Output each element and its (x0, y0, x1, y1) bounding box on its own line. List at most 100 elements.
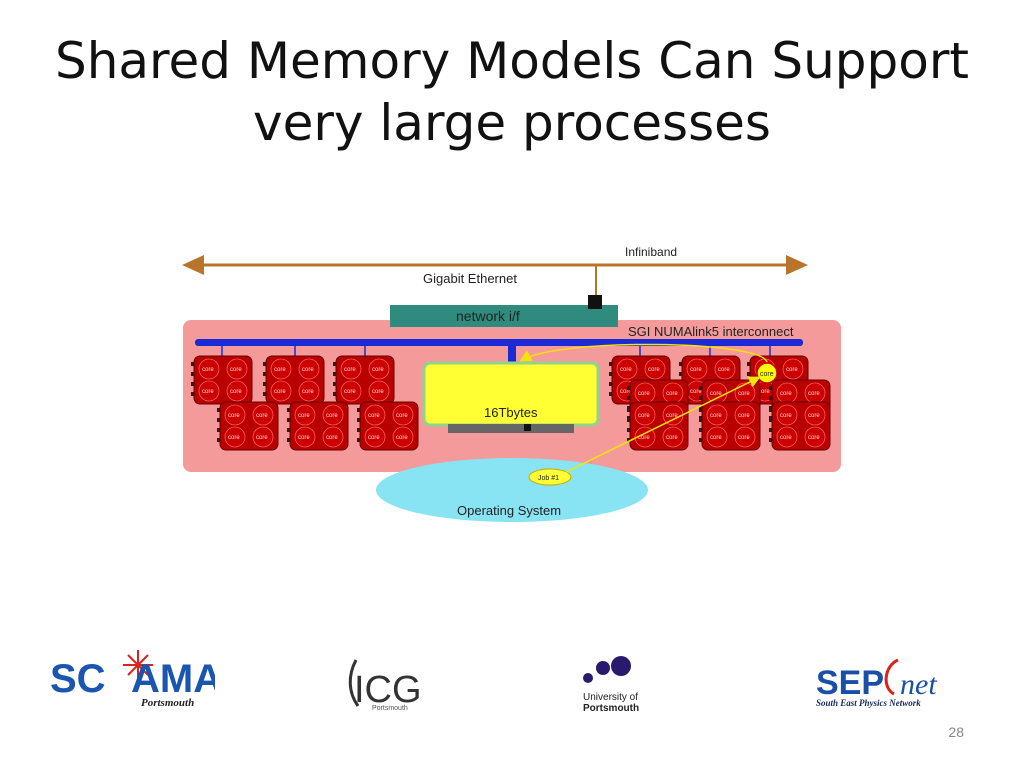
core-label: core (344, 389, 356, 395)
core-label: core (780, 391, 792, 397)
slide-title: Shared Memory Models Can Support very la… (0, 30, 1024, 154)
core-label: core (780, 413, 792, 419)
highlighted-core-label: core (760, 371, 774, 378)
scama-logo: SC AMA Portsmouth (50, 650, 215, 709)
core-label: core (256, 413, 268, 419)
cluster-pin (333, 372, 336, 376)
cluster-pin (627, 428, 630, 432)
core-label: core (368, 413, 380, 419)
cluster-pin (333, 392, 336, 396)
cluster-pin (357, 438, 360, 442)
cluster-pin (263, 372, 266, 376)
core-label: core (302, 367, 314, 373)
cluster-pin (627, 418, 630, 422)
core (804, 404, 826, 426)
scama-logo-sc: SC (50, 657, 106, 701)
core-label: core (638, 391, 650, 397)
core (706, 426, 728, 448)
operating-system-label: Operating System (457, 503, 561, 518)
uop-logo: University of Portsmouth (583, 656, 639, 714)
core-label: core (326, 413, 338, 419)
highlighted-core (756, 362, 778, 384)
cluster-pin (699, 428, 702, 432)
core-label: core (808, 435, 820, 441)
cluster-pin (679, 362, 682, 366)
core (198, 358, 220, 380)
core-label: core (368, 435, 380, 441)
core (252, 404, 274, 426)
icg-swoosh-icon (348, 659, 360, 707)
core-label: core (298, 413, 310, 419)
core (364, 404, 386, 426)
cluster-pin (333, 382, 336, 386)
core (270, 380, 292, 402)
core-label: core (638, 413, 650, 419)
sepnet-logo-net: net (900, 668, 937, 701)
icg-logo: ICG Portsmouth (348, 659, 422, 712)
cluster-pin (217, 418, 220, 422)
bus-drop-lines (221, 346, 771, 356)
numalink-label: SGI NUMAlink5 interconnect (628, 324, 794, 339)
icg-logo-sub: Portsmouth (372, 705, 408, 712)
core (776, 426, 798, 448)
core (322, 426, 344, 448)
core (392, 404, 414, 426)
core (322, 404, 344, 426)
cluster-pin (217, 438, 220, 442)
core-label: core (666, 391, 678, 397)
memory-label: 16Tbytes (484, 405, 538, 420)
core-label: core (620, 389, 632, 395)
cluster-pin (627, 386, 630, 390)
core-label: core (758, 389, 770, 395)
core-label: core (228, 435, 240, 441)
cluster-pin (357, 418, 360, 422)
cluster-pin (699, 408, 702, 412)
core-label: core (274, 389, 286, 395)
core-label: core (786, 367, 798, 373)
core-label: core (256, 435, 268, 441)
sepnet-swoosh-icon (884, 658, 899, 696)
core (298, 358, 320, 380)
core-label: core (638, 435, 650, 441)
page-number: 28 (948, 724, 964, 740)
cluster-pin (263, 392, 266, 396)
core (644, 358, 666, 380)
core (634, 426, 656, 448)
core (392, 426, 414, 448)
icg-logo-main: ICG (354, 669, 422, 711)
cluster-pin (699, 386, 702, 390)
job-badge (528, 468, 572, 486)
cluster-pin (627, 408, 630, 412)
cluster-pin (769, 396, 772, 400)
core (714, 358, 736, 380)
core (368, 380, 390, 402)
core-label: core (372, 367, 384, 373)
cluster-pin (191, 392, 194, 396)
core-label: core (808, 391, 820, 397)
sepnet-logo-sub: South East Physics Network (816, 698, 921, 708)
memory-access-arrow (519, 343, 768, 363)
core-label: core (202, 389, 214, 395)
core-label: core (710, 391, 722, 397)
memory-base (448, 424, 574, 433)
cluster-pin (769, 428, 772, 432)
cluster-pin (699, 418, 702, 422)
sepnet-logo: SEP net South East Physics Network (816, 658, 937, 708)
numalink-bus (195, 339, 803, 346)
core-label: core (396, 435, 408, 441)
cluster-pin (263, 382, 266, 386)
core (270, 358, 292, 380)
core (776, 404, 798, 426)
core (364, 426, 386, 448)
cluster-pin (287, 438, 290, 442)
cluster-pin (357, 428, 360, 432)
cluster-pin (747, 362, 750, 366)
core-label: core (710, 413, 722, 419)
cluster-pin (609, 372, 612, 376)
core (662, 426, 684, 448)
core-label: core (298, 435, 310, 441)
core-label: core (230, 389, 242, 395)
core-label: core (780, 435, 792, 441)
core (252, 426, 274, 448)
